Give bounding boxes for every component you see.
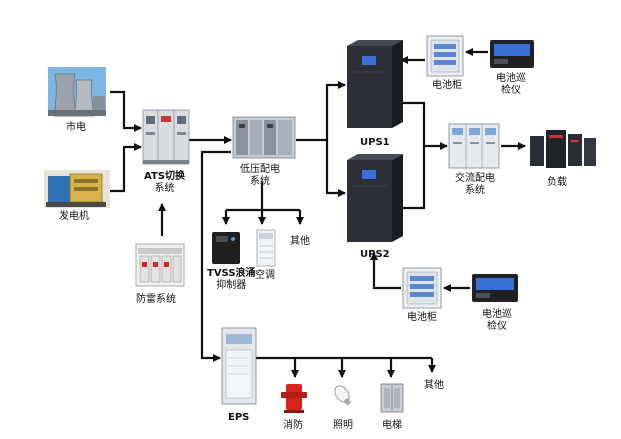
- label-battery2: 电池柜: [407, 312, 437, 323]
- label-ups2: UPS2: [360, 249, 390, 260]
- generator-icon: [44, 170, 110, 208]
- tvss-icon: [212, 232, 240, 264]
- ac-distribution-icon: [448, 123, 500, 169]
- arrow-to-ups2: [325, 140, 346, 197]
- power-plant-icon: [48, 67, 106, 117]
- label-inspector1: 电池巡 检仪: [496, 73, 526, 97]
- label-generator: 发电机: [59, 211, 89, 222]
- surge-protector-icon: [135, 243, 185, 287]
- label-ats-line2: 系统: [154, 183, 175, 194]
- battery-cabinet-1-icon: [426, 35, 464, 77]
- line-ups1-out: [400, 101, 426, 210]
- label-lighting: 照明: [333, 420, 353, 431]
- light-bulb-icon: [334, 385, 352, 406]
- ups1-icon: [347, 40, 403, 128]
- battery-inspector-1-icon: [490, 40, 534, 68]
- battery-inspector-2-icon: [472, 274, 518, 302]
- elevator-icon: [380, 383, 404, 413]
- label-inspector2-line1: 电池巡: [482, 309, 512, 320]
- label-tvss-line1: TVSS浪涌: [207, 268, 256, 279]
- arrow-grid-to-ats: [110, 90, 142, 132]
- label-grid: 市电: [66, 122, 86, 133]
- label-ac: 空调: [255, 270, 275, 281]
- eps-cabinet-icon: [221, 327, 257, 405]
- fire-pump-icon: [281, 384, 307, 413]
- label-inspector2: 电池巡 检仪: [482, 309, 512, 333]
- label-other2: 其他: [424, 380, 444, 391]
- label-lightning: 防雷系统: [136, 294, 176, 305]
- load-servers-icon: [530, 130, 596, 168]
- arrow-battery2-to-ups2: [370, 252, 401, 290]
- arrow-ats-to-eps: [200, 150, 231, 362]
- label-load: 负载: [547, 177, 567, 188]
- lv-switchgear-icon: [232, 116, 296, 159]
- label-fire: 消防: [283, 420, 303, 431]
- label-ats: ATS切换 系统: [144, 171, 185, 195]
- label-tvss-line2: 抑制器: [216, 280, 247, 291]
- label-tvss: TVSS浪涌 抑制器: [207, 268, 256, 292]
- arrow-generator-to-ats: [110, 143, 142, 193]
- label-acdist-line1: 交流配电: [455, 173, 495, 184]
- battery-cabinet-2-icon: [402, 267, 442, 309]
- label-lv-line1: 低压配电: [240, 164, 280, 175]
- arrow-to-ups1: [325, 81, 346, 140]
- ats-cabinet-icon: [142, 109, 190, 165]
- label-elevator: 电梯: [382, 420, 402, 431]
- label-ats-line1: ATS切换: [144, 171, 185, 182]
- label-lv-line2: 系统: [250, 176, 270, 187]
- label-ups1: UPS1: [360, 137, 390, 148]
- connectors: [110, 48, 526, 378]
- label-lv: 低压配电 系统: [240, 164, 280, 188]
- label-eps: EPS: [228, 412, 250, 423]
- label-inspector1-line2: 检仪: [501, 85, 521, 96]
- air-conditioner-icon: [256, 229, 276, 267]
- label-acdist: 交流配电 系统: [455, 173, 495, 197]
- label-inspector1-line1: 电池巡: [496, 73, 526, 84]
- label-acdist-line2: 系统: [465, 185, 485, 196]
- label-other1: 其他: [290, 236, 310, 247]
- ups2-icon: [347, 154, 403, 242]
- label-battery1: 电池柜: [432, 80, 462, 91]
- label-inspector2-line2: 检仪: [487, 321, 507, 332]
